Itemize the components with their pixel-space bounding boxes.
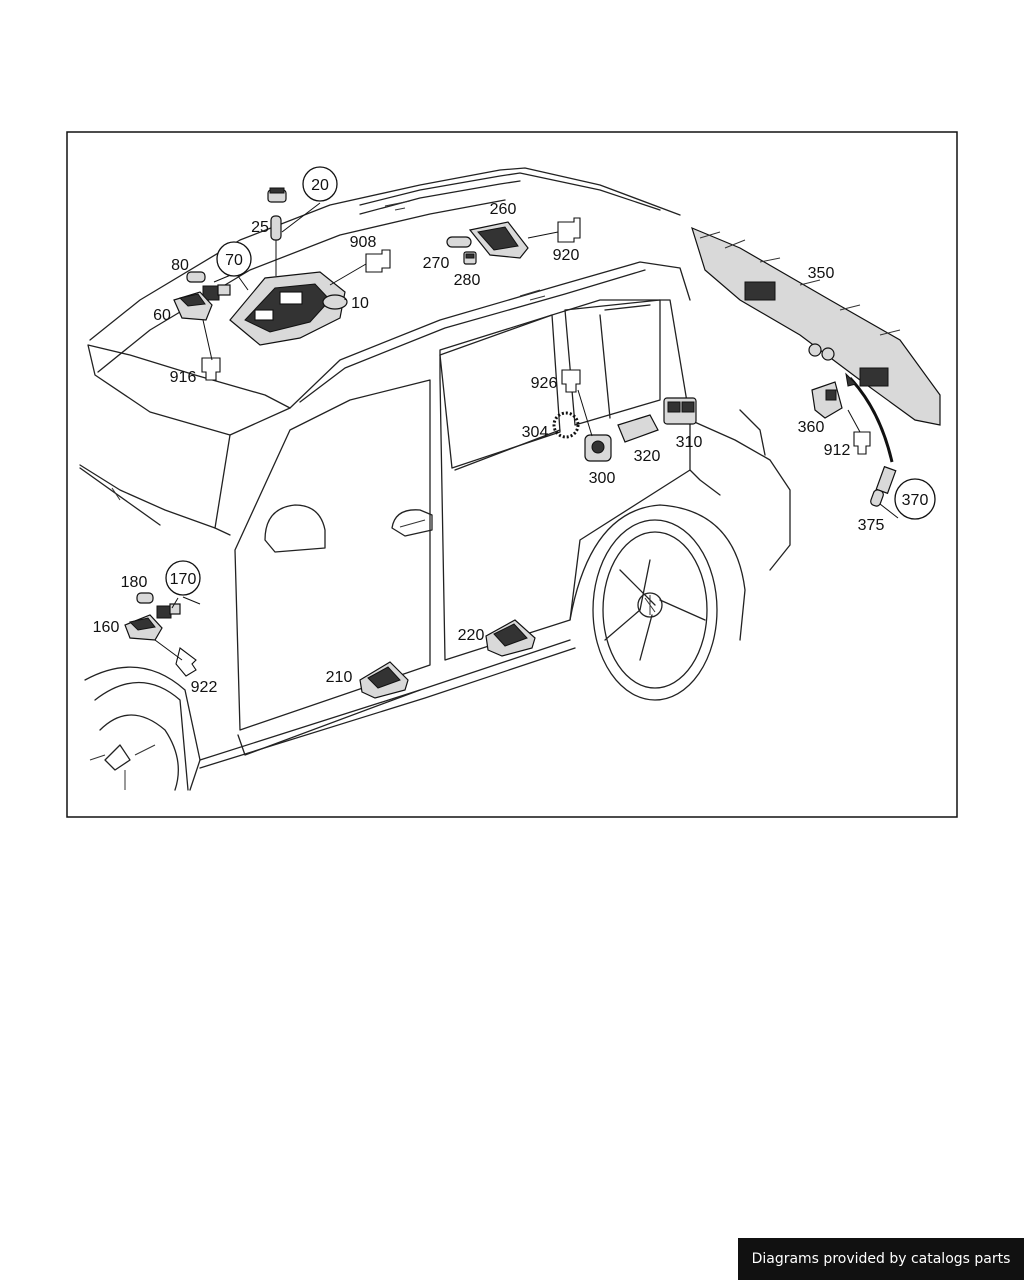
- label-270: 270: [423, 255, 450, 272]
- part-70: [202, 284, 231, 301]
- label-908: 908: [350, 234, 377, 251]
- part-210: [359, 661, 409, 699]
- part-170: [156, 603, 181, 619]
- attribution-footer: Diagrams provided by catalogs parts: [738, 1238, 1024, 1280]
- label-920: 920: [553, 247, 580, 264]
- part-80: [186, 271, 206, 283]
- label-210: 210: [326, 669, 353, 686]
- connector-922: [175, 647, 197, 677]
- part-60: [173, 291, 213, 321]
- part-220: [485, 619, 536, 657]
- label-170: 170: [170, 571, 197, 588]
- part-370: [845, 372, 897, 507]
- label-304: 304: [522, 424, 549, 441]
- part-350-tailgate-panel: [691, 226, 941, 426]
- part-20: [267, 187, 287, 203]
- label-370: 370: [902, 492, 929, 509]
- label-260: 260: [490, 201, 517, 218]
- callout-circle-370: [894, 478, 936, 520]
- part-270: [446, 236, 472, 248]
- connector-920: [557, 217, 581, 243]
- part-320: [617, 414, 659, 443]
- label-180: 180: [121, 574, 148, 591]
- callout-labels: 20 25 80 70 60 10 908 916 260 270 280 92…: [93, 177, 929, 696]
- label-25: 25: [251, 219, 269, 236]
- label-220: 220: [458, 627, 485, 644]
- callout-circle-70: [216, 241, 252, 277]
- label-922: 922: [191, 679, 218, 696]
- label-70: 70: [225, 252, 243, 269]
- connector-908: [365, 249, 391, 273]
- vehicle-outline: [79, 167, 791, 791]
- part-304: [552, 411, 580, 439]
- callout-circle-20: [302, 166, 338, 202]
- part-260: [468, 221, 529, 259]
- label-60: 60: [153, 307, 171, 324]
- label-360: 360: [798, 419, 825, 436]
- part-160: [124, 614, 163, 641]
- label-20: 20: [311, 177, 329, 194]
- part-280: [463, 251, 477, 265]
- connector-926: [561, 369, 581, 393]
- part-360: [811, 381, 843, 419]
- label-350: 350: [808, 265, 835, 282]
- label-320: 320: [634, 448, 661, 465]
- connector-912: [853, 431, 871, 455]
- part-310: [663, 397, 697, 425]
- label-300: 300: [589, 470, 616, 487]
- label-375: 375: [858, 517, 885, 534]
- label-926: 926: [531, 375, 558, 392]
- label-10: 10: [351, 295, 369, 312]
- connector-916: [201, 357, 221, 381]
- label-160: 160: [93, 619, 120, 636]
- part-10-overhead-console: [229, 271, 348, 346]
- part-300: [584, 434, 612, 462]
- part-25: [270, 215, 282, 241]
- label-280: 280: [454, 272, 481, 289]
- label-916: 916: [170, 369, 197, 386]
- label-912: 912: [824, 442, 851, 459]
- part-180: [136, 592, 154, 604]
- label-310: 310: [676, 434, 703, 451]
- callout-circle-170: [165, 560, 201, 596]
- diagram-frame: [66, 131, 958, 818]
- label-80: 80: [171, 257, 189, 274]
- parts: [124, 187, 941, 699]
